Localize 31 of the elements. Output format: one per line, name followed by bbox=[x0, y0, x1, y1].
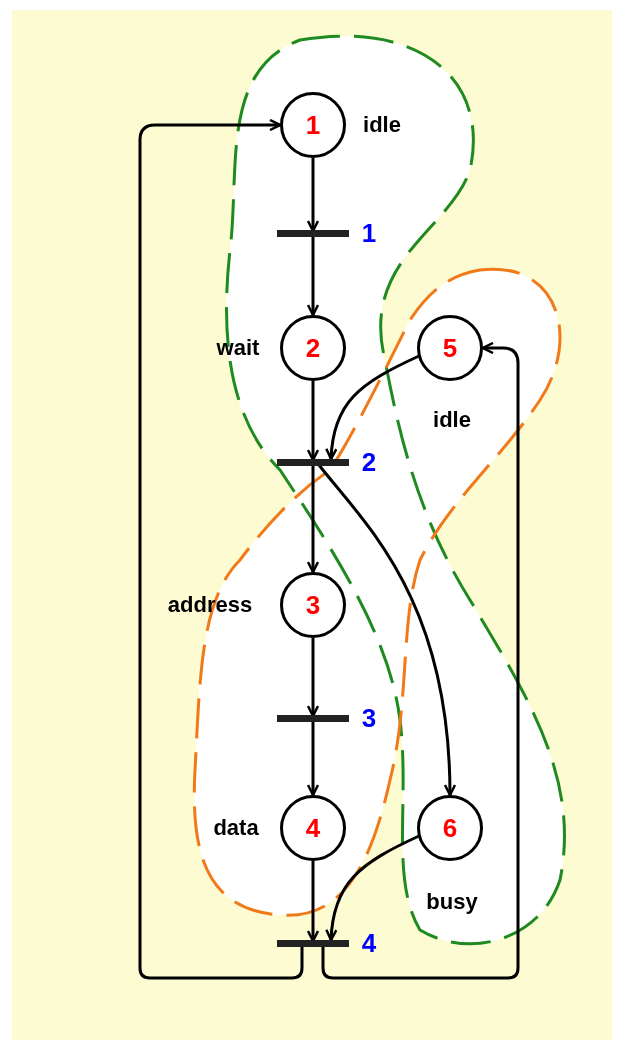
arrow bbox=[306, 381, 320, 462]
state-label: data bbox=[213, 815, 259, 841]
arrow bbox=[306, 465, 320, 574]
transition-bar bbox=[277, 714, 349, 722]
arrow bbox=[317, 464, 456, 797]
transition-bar bbox=[277, 458, 349, 466]
arrow bbox=[306, 861, 320, 943]
transition-number: 2 bbox=[361, 446, 377, 478]
arrow bbox=[306, 721, 320, 797]
place-number: 5 bbox=[442, 332, 458, 364]
transition-bar bbox=[277, 229, 349, 237]
place-number: 2 bbox=[305, 332, 321, 364]
place-number: 4 bbox=[305, 812, 321, 844]
arrow bbox=[325, 834, 420, 942]
arrow bbox=[306, 236, 320, 317]
arrow bbox=[306, 638, 320, 718]
state-label: idle bbox=[433, 407, 471, 433]
arrow bbox=[321, 341, 520, 980]
arrow bbox=[325, 354, 420, 461]
place-number: 1 bbox=[305, 109, 321, 141]
transition-bar bbox=[277, 939, 349, 947]
arrow bbox=[306, 158, 320, 233]
state-label: busy bbox=[426, 889, 478, 915]
transition-number: 4 bbox=[361, 927, 377, 959]
transition-number: 3 bbox=[361, 702, 377, 734]
arrow bbox=[138, 118, 304, 980]
state-label: idle bbox=[363, 112, 401, 138]
place-number: 3 bbox=[305, 589, 321, 621]
transition-number: 1 bbox=[361, 217, 377, 249]
state-label: wait bbox=[216, 335, 260, 361]
place-number: 6 bbox=[442, 812, 458, 844]
